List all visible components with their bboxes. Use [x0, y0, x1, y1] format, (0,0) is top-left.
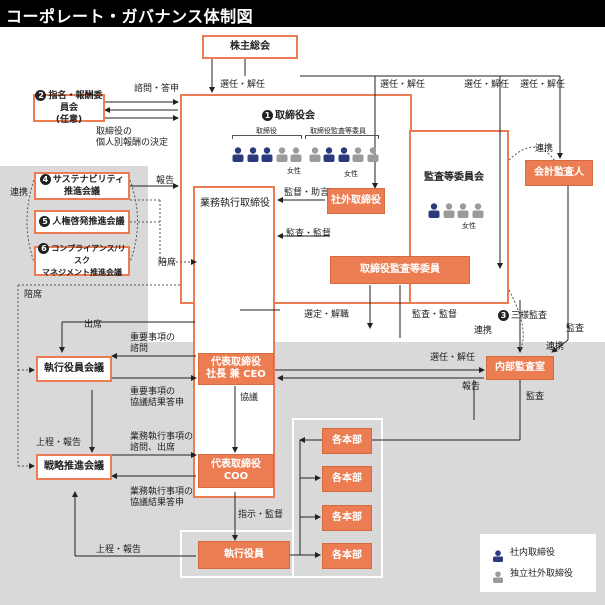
outside-director-box: 社外取締役	[327, 188, 385, 214]
number-6-icon: 6	[38, 243, 50, 254]
nomination-label-2: (任意)	[55, 115, 83, 125]
independent-director-icon	[367, 147, 379, 162]
edge-business-results-2: 協議結果答申	[130, 498, 185, 508]
edge-important-results-2: 協議結果答申	[130, 398, 185, 408]
female-label-3: 女性	[462, 222, 476, 230]
independent-director-icon	[443, 203, 455, 218]
divisions-frame	[292, 418, 383, 578]
edge-business-results-1: 業務執行事項の	[130, 487, 194, 497]
edge-important-results-1: 重要事項の	[130, 387, 176, 397]
number-5-icon: 5	[39, 216, 51, 227]
internal-director-icon	[323, 147, 335, 162]
executive-officers-box: 執行役員	[198, 541, 290, 569]
edge-report-2: 報告	[462, 382, 481, 392]
edge-elect-dismiss-1: 選任・解任	[220, 80, 266, 90]
edge-deliberate: 協議	[240, 393, 259, 403]
audit-committee-label: 監査等委員会	[424, 172, 484, 183]
bracket-audit-directors	[305, 135, 379, 139]
legend-independent-label: 独立社外取締役	[510, 569, 574, 579]
division-box-3: 各本部	[322, 505, 372, 531]
bracket-directors	[232, 135, 302, 139]
shareholders-meeting-label: 株主総会	[230, 41, 270, 52]
edge-appoint-dismiss: 選定・解職	[304, 310, 350, 320]
edge-important-consult-1: 重要事項の	[130, 333, 176, 343]
edge-upreport-1: 上程・報告	[36, 438, 82, 448]
internal-audit-box: 内部監査室	[486, 356, 554, 380]
coo-box: 代表取締役 COO	[198, 454, 274, 488]
edge-elect-dismiss-5: 選任・解任	[430, 353, 476, 363]
legend	[480, 534, 596, 592]
shareholders-meeting-box: 株主総会	[202, 35, 298, 59]
independent-director-icon	[352, 147, 364, 162]
business-directors-column	[193, 186, 275, 498]
legend-independent-icon	[492, 568, 504, 583]
female-label-1: 女性	[287, 167, 301, 175]
female-label-2: 女性	[344, 170, 358, 178]
edge-instruct-supervise: 指示・監督	[238, 510, 284, 520]
edge-audit-supervise-2: 監査・監督	[412, 310, 458, 320]
number-4-icon: 4	[39, 174, 51, 185]
edge-audit-1: 監査	[566, 324, 585, 334]
external-auditor-box: 会計監査人	[525, 160, 593, 186]
edge-attend-1: 陪席	[158, 258, 177, 268]
internal-director-icon	[338, 147, 350, 162]
edge-important-consult-2: 諮問	[130, 344, 149, 354]
legend-internal-label: 社内取締役	[510, 548, 556, 558]
edge-renkei-3: 連携	[546, 342, 565, 352]
exec-committee-box: 執行役員会議	[36, 356, 112, 382]
directors-label: 取締役	[256, 127, 277, 135]
legend-internal-icon	[492, 547, 504, 562]
edge-renkei-left: 連携	[10, 188, 29, 198]
number-1-icon: 1	[262, 110, 273, 121]
edge-consult-report: 諮問・答申	[134, 84, 180, 94]
diagram-title: コーポレート・ガバナンス体制図	[6, 7, 254, 26]
edge-audit-2: 監査	[526, 392, 545, 402]
edge-remuneration-1: 取締役の	[96, 127, 133, 137]
number-3-icon: 3	[498, 310, 509, 321]
independent-director-icon	[472, 203, 484, 218]
internal-director-icon	[261, 147, 273, 162]
edge-elect-dismiss-4: 選任・解任	[520, 80, 566, 90]
independent-director-icon	[309, 147, 321, 162]
internal-director-icon	[247, 147, 259, 162]
edge-audit-supervise-1: 監査・監督	[286, 229, 332, 239]
internal-director-icon	[428, 203, 440, 218]
division-box-1: 各本部	[322, 428, 372, 454]
edge-business-consult-2: 諮問、出席	[130, 443, 176, 453]
independent-director-icon	[457, 203, 469, 218]
executive-officers-frame	[180, 530, 294, 578]
edge-upreport-2: 上程・報告	[96, 545, 142, 555]
edge-renkei-1: 連携	[535, 144, 554, 154]
edge-attend-2: 陪席	[24, 290, 43, 300]
ceo-box: 代表取締役 社長 兼 CEO	[198, 353, 274, 385]
independent-director-icon	[276, 147, 288, 162]
audit-directors-label: 取締役監査等委員	[310, 127, 366, 135]
edge-attend-3: 出席	[84, 320, 103, 330]
edge-supervise-advise: 監督・助言	[284, 188, 330, 198]
number-2-icon: 2	[35, 90, 47, 101]
division-box-4: 各本部	[322, 543, 372, 569]
audit-member-box: 取締役監査等委員	[330, 256, 470, 284]
internal-director-icon	[232, 147, 244, 162]
division-box-2: 各本部	[322, 466, 372, 492]
independent-director-icon	[290, 147, 302, 162]
edge-report: 報告	[156, 176, 175, 186]
edge-business-consult-1: 業務執行事項の	[130, 432, 194, 442]
edge-elect-dismiss-3: 選任・解任	[464, 80, 510, 90]
edge-remuneration-2: 個人別報酬の決定	[96, 138, 169, 148]
edge-renkei-2: 連携	[474, 326, 493, 336]
strategy-committee-box: 戦略推進会議	[36, 454, 112, 480]
title-bar: コーポレート・ガバナンス体制図	[0, 0, 605, 27]
edge-elect-dismiss-2: 選任・解任	[380, 80, 426, 90]
business-directors-label: 業務執行取締役	[200, 198, 270, 209]
nomination-label-1: 指名・報酬委員会	[48, 91, 103, 113]
